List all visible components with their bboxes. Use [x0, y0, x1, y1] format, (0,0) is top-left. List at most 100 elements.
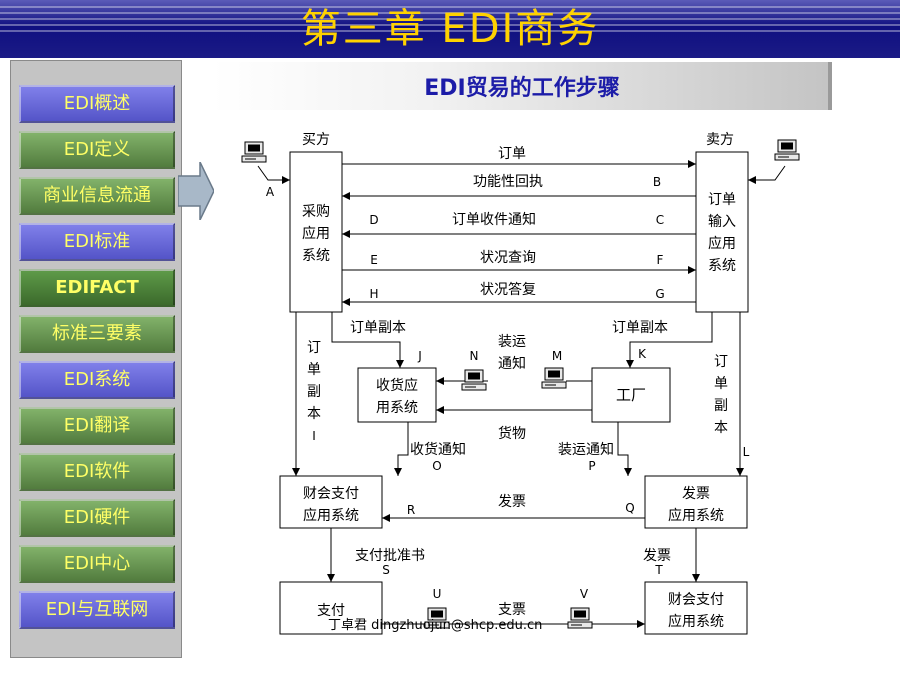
- step-label-d: D: [369, 213, 378, 227]
- status-reply-label: 状况答复: [480, 281, 536, 298]
- order-receipt-label: 订单收件通知: [452, 211, 536, 228]
- sidebar-item-edi-translation[interactable]: EDI翻译: [19, 407, 175, 445]
- factory-computer-icon: [541, 367, 567, 389]
- receipt-notice-flow: [394, 422, 409, 476]
- status-query-label: 状况查询: [480, 250, 536, 266]
- payment-approval-label: 支付批准书: [355, 548, 425, 564]
- functional-ack-label: 功能性回执: [473, 174, 543, 190]
- vertical-order-copy-right: 单: [714, 376, 728, 392]
- sidebar-item-edi-standard[interactable]: EDI标准: [19, 223, 175, 261]
- seller-finance-system-box: [644, 581, 748, 635]
- step-label-v: V: [580, 587, 589, 601]
- check-label: 支票: [498, 602, 526, 618]
- factory-node-text: 工厂: [616, 386, 646, 404]
- sidebar-item-standard-elements[interactable]: 标准三要素: [19, 315, 175, 353]
- invoice-system-box: [644, 475, 748, 529]
- receiving-node-text: 用系统: [376, 400, 418, 416]
- vertical-order-copy-left: 本: [307, 406, 321, 422]
- purchase-node-text: 应用: [302, 225, 330, 242]
- order-entry-node-text: 订单: [708, 192, 736, 208]
- step-label-j: J: [417, 349, 422, 363]
- sidebar-item-commerce-flow[interactable]: 商业信息流通: [19, 177, 175, 215]
- order-copy-label-buyer: 订单副本: [350, 320, 406, 336]
- payment-node-text: 支付: [317, 603, 345, 619]
- author-footer: 丁卓君 dingzhuojun@shcp.edu.cn: [328, 618, 543, 633]
- order-entry-node-text: 系统: [708, 258, 736, 274]
- shipping-notice-label: 装运通知: [558, 441, 614, 458]
- step-label-g: G: [655, 287, 664, 301]
- vertical-order-copy-right: 订: [714, 354, 728, 370]
- sidebar-item-edi-internet[interactable]: EDI与互联网: [19, 591, 175, 629]
- invoice-message-label: 发票: [498, 494, 526, 510]
- vertical-order-copy-right: 副: [714, 398, 728, 414]
- invoice-t-label: 发票: [643, 548, 671, 564]
- step-label-t: T: [654, 563, 663, 577]
- seller-finance-node-text: 应用系统: [668, 613, 724, 630]
- buyer-label: 买方: [302, 132, 330, 148]
- header-stripe: [0, 12, 900, 14]
- step-label-b: B: [653, 175, 661, 189]
- header-stripe: [0, 6, 900, 8]
- payment-box: [279, 581, 383, 635]
- step-label-c: C: [656, 213, 664, 227]
- order-message-label: 订单: [498, 146, 526, 162]
- sidebar-item-edi-definition[interactable]: EDI定义: [19, 131, 175, 169]
- slide-subtitle: EDI贸易的工作步骤: [424, 76, 620, 101]
- step-label-i: I: [312, 429, 316, 443]
- receipt-notice-label: 收货通知: [410, 441, 466, 458]
- step-label-u: U: [433, 587, 442, 601]
- sidebar-item-edi-overview[interactable]: EDI概述: [19, 85, 175, 123]
- purchase-node-text: 系统: [302, 248, 330, 264]
- purchase-node-text: 采购: [302, 204, 330, 220]
- sidebar-item-edifact[interactable]: EDIFACT: [19, 269, 175, 307]
- step-label-r: R: [407, 503, 415, 517]
- subtitle-bar: [212, 62, 832, 110]
- vertical-order-copy-right: 本: [714, 420, 728, 436]
- buyer-terminal-link: [257, 165, 290, 184]
- sidebar-item-edi-system[interactable]: EDI系统: [19, 361, 175, 399]
- sidebar-pointer-arrow-icon: [178, 162, 214, 220]
- header-bar: [0, 0, 900, 58]
- step-label-m: M: [552, 349, 562, 363]
- factory-box: [591, 367, 671, 423]
- vertical-order-copy-left: 订: [307, 340, 321, 356]
- order-entry-node-text: 应用: [708, 235, 736, 252]
- step-label-a: A: [266, 185, 275, 199]
- goods-label: 货物: [498, 425, 526, 442]
- page-title: 第三章 EDI商务: [300, 6, 600, 52]
- step-label-k: K: [638, 347, 647, 361]
- ship-notice-label: 通知: [498, 355, 526, 372]
- invoice-node-text: 发票: [682, 486, 710, 502]
- order-entry-system-box: [695, 151, 749, 313]
- step-label-s: S: [382, 563, 390, 577]
- seller-label: 卖方: [706, 132, 734, 148]
- step-label-f: F: [657, 253, 664, 267]
- shipping-notice-flow: [617, 422, 632, 476]
- invoice-node-text: 应用系统: [668, 507, 724, 524]
- step-label-n: N: [470, 349, 479, 363]
- header-stripe: [0, 18, 900, 20]
- receiving-node-text: 收货应: [376, 377, 418, 394]
- order-copy-buyer-flow: [331, 312, 404, 368]
- step-label-q: Q: [625, 501, 634, 515]
- sidebar-item-edi-center[interactable]: EDI中心: [19, 545, 175, 583]
- order-copy-label-factory: 订单副本: [612, 320, 668, 336]
- header-stripe: [0, 30, 900, 32]
- seller-terminal-link: [748, 165, 786, 184]
- sidebar: EDI概述 EDI定义 商业信息流通 EDI标准 EDIFACT 标准三要素 E…: [10, 60, 182, 658]
- step-label-e: E: [370, 253, 378, 267]
- ship-notice-label: 装运: [498, 334, 526, 350]
- order-entry-node-text: 输入: [708, 214, 736, 230]
- step-label-p: P: [588, 459, 595, 473]
- finance-computer-icon: [567, 607, 593, 629]
- receiving-system-box: [357, 367, 437, 423]
- step-label-l: L: [743, 445, 750, 459]
- buyer-finance-node-text: 应用系统: [303, 507, 359, 524]
- seller-computer-icon: [774, 139, 800, 161]
- sidebar-item-edi-hardware[interactable]: EDI硬件: [19, 499, 175, 537]
- vertical-order-copy-left: 副: [307, 384, 321, 400]
- vertical-order-copy-left: 单: [307, 362, 321, 378]
- sidebar-item-edi-software[interactable]: EDI软件: [19, 453, 175, 491]
- receiving-computer-icon: [461, 369, 487, 391]
